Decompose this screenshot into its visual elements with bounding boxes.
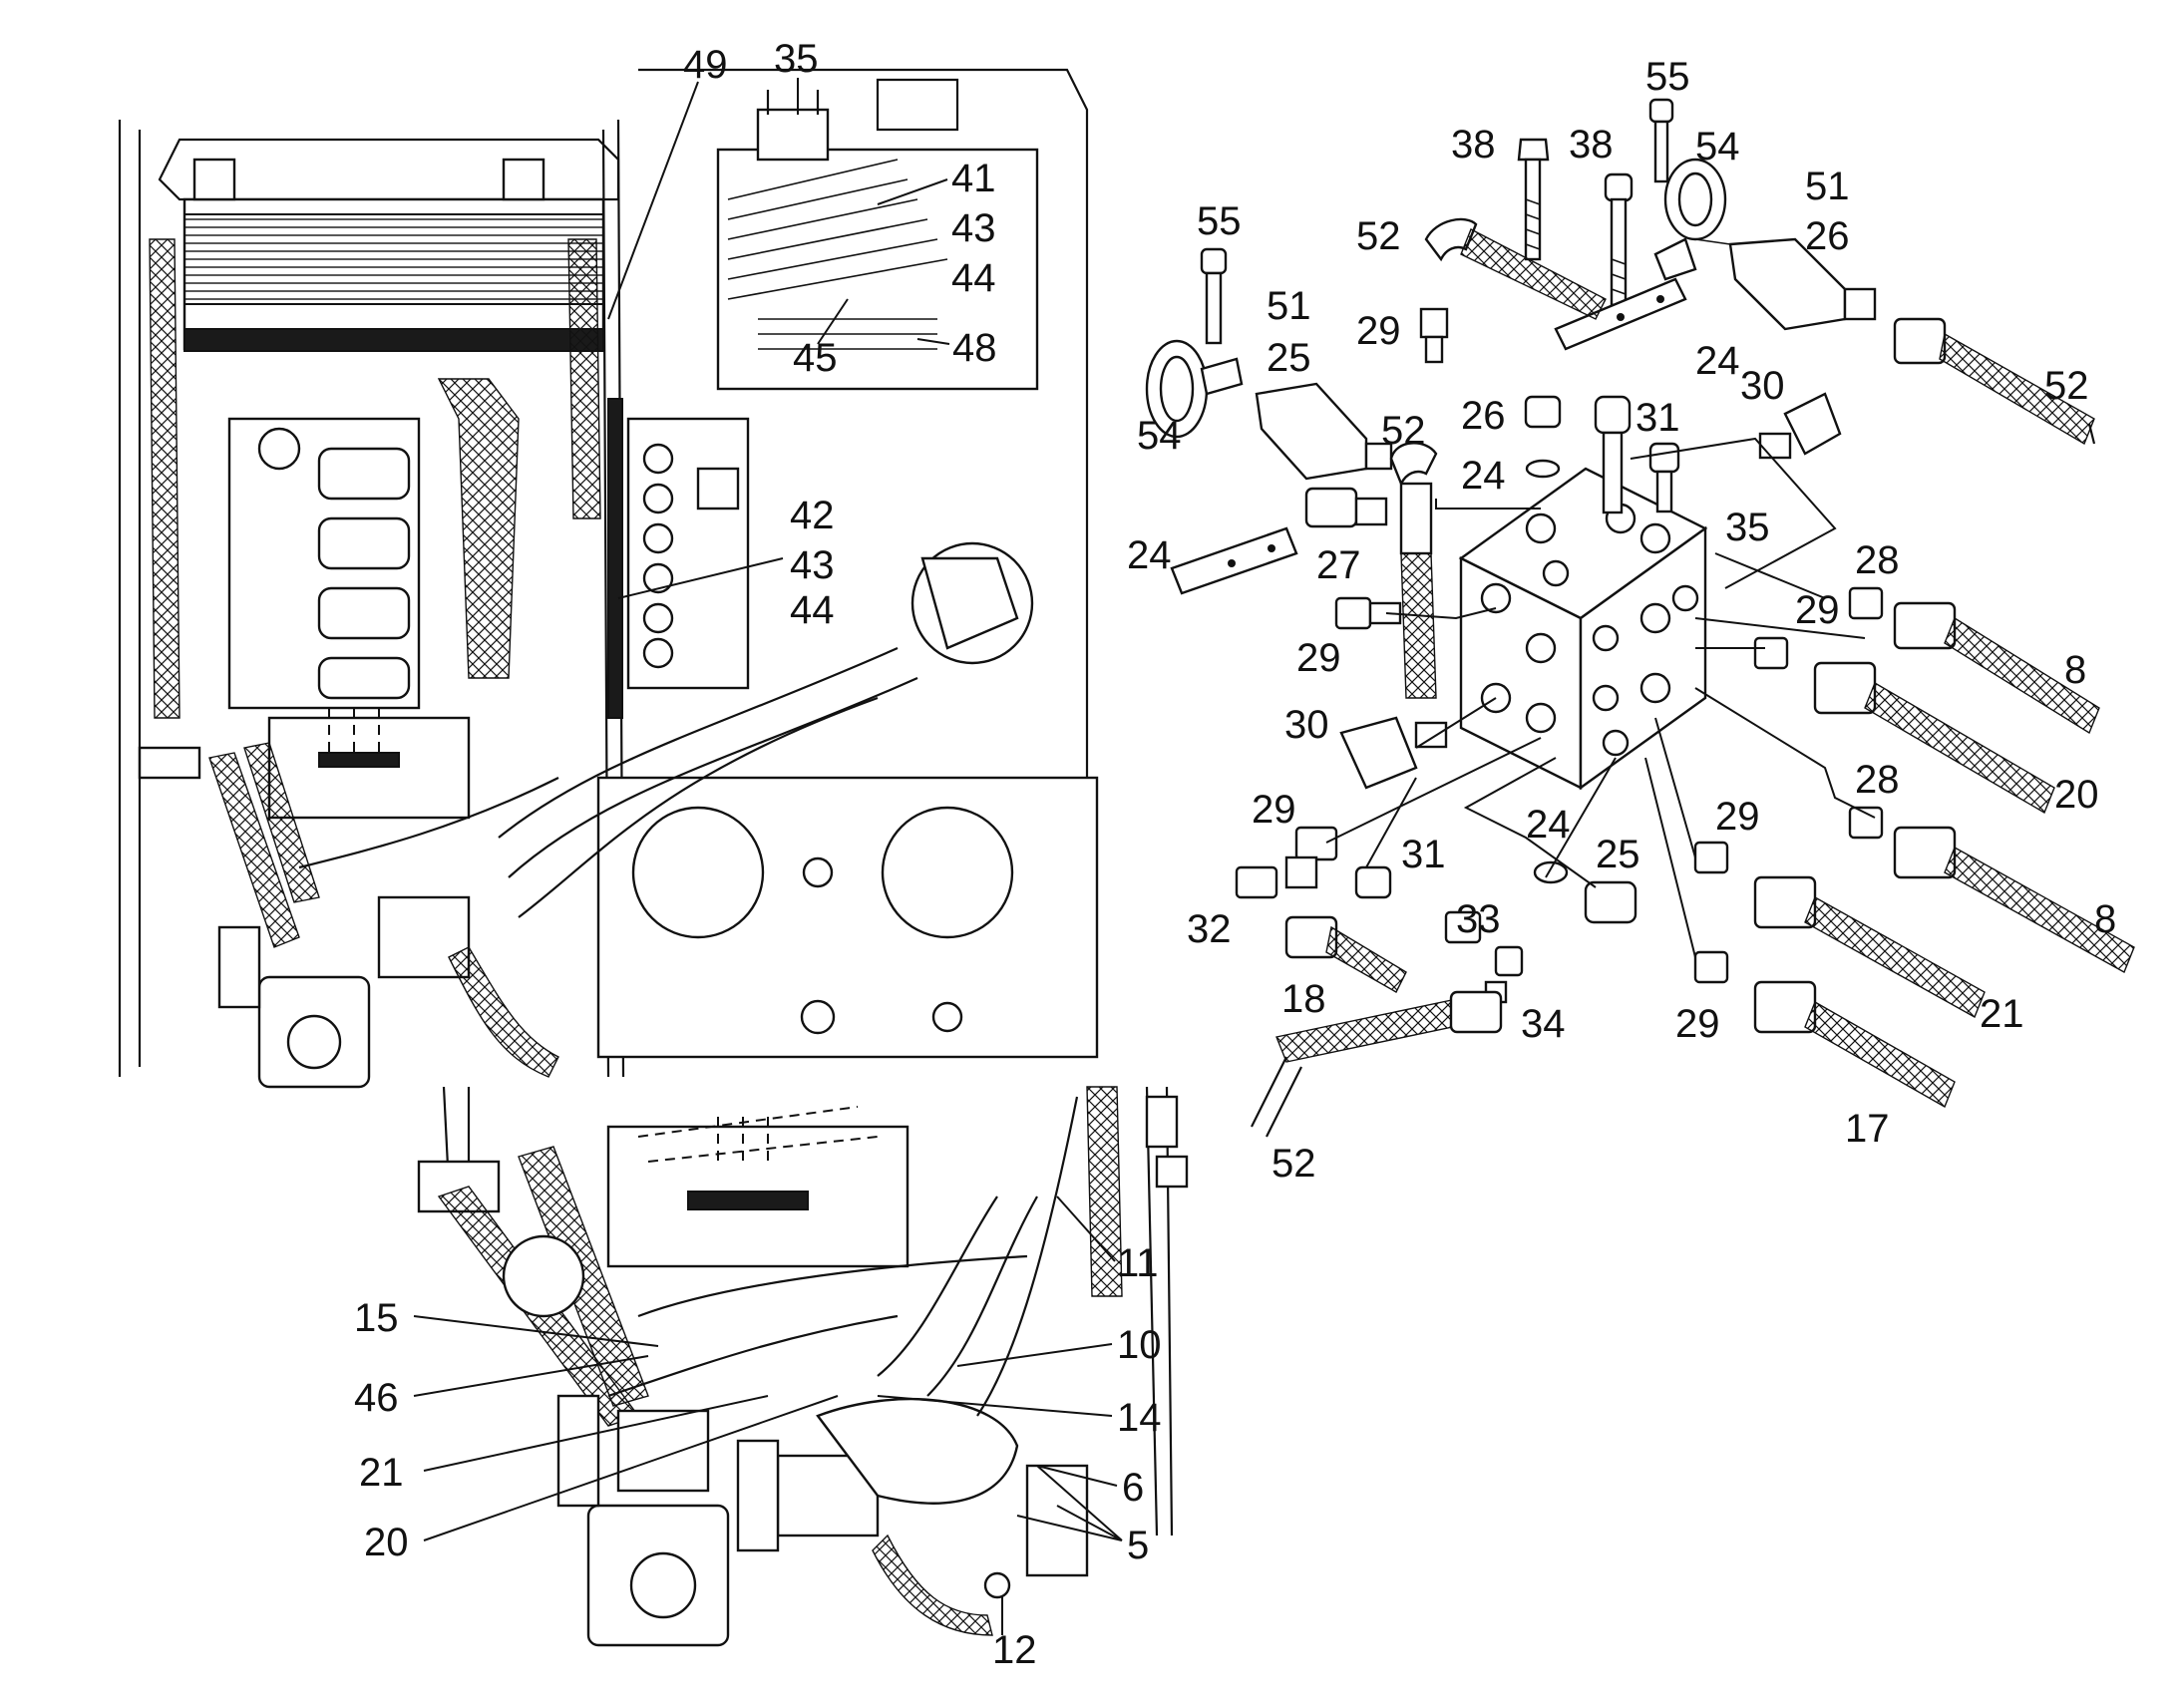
callout-29a: 29 [1356,309,1401,353]
callout-48: 48 [952,326,997,370]
lower-detail-view [417,1086,1189,1647]
callout-8b: 8 [2094,897,2116,941]
callout-55a: 55 [1645,55,1690,99]
callout-29c: 29 [1296,636,1341,680]
callout-26b: 26 [1461,394,1506,438]
callout-29d: 29 [1252,788,1296,832]
callout-24d: 24 [1526,803,1571,847]
callout-43: 43 [951,206,996,250]
callout-51b: 51 [1267,284,1311,328]
callout-15: 15 [354,1296,399,1340]
callout-11: 11 [1117,1241,1159,1285]
callout-54b: 54 [1137,414,1182,458]
callout-52b: 52 [2044,364,2089,408]
upper-machine-view [118,68,1099,1089]
callout-32: 32 [1187,907,1232,951]
callout-51a: 51 [1805,165,1850,208]
callout-38a: 38 [1451,123,1496,167]
callout-8a: 8 [2064,648,2086,692]
callout-12: 12 [992,1628,1037,1672]
callout-41: 41 [951,157,996,200]
callout-28b: 28 [1855,758,1900,802]
callout-49: 49 [683,43,728,87]
callout-25b: 25 [1596,833,1640,876]
callout-5: 5 [1127,1524,1149,1567]
callout-52c: 52 [1381,409,1426,453]
callout-46: 46 [354,1376,399,1420]
callout-25a: 25 [1267,336,1311,380]
callout-labels: 49 35 41 43 44 45 48 42 43 44 11 15 10 4… [354,37,2116,1672]
callout-44b: 44 [790,588,835,632]
callout-20: 20 [2054,773,2099,817]
callout-35: 35 [774,37,819,81]
callout-17: 17 [1845,1107,1890,1151]
callout-33: 33 [1456,897,1501,941]
callout-34: 34 [1521,1002,1566,1046]
exploded-valve-block [1145,98,2135,1138]
callout-31b: 31 [1401,833,1446,876]
callout-35b: 35 [1725,506,1770,549]
callout-27: 27 [1316,543,1361,587]
callout-31a: 31 [1635,396,1680,440]
callout-21: 21 [1980,992,2024,1036]
callout-52a: 52 [1356,214,1401,258]
callout-42: 42 [790,494,835,537]
callout-30b: 30 [1284,703,1329,747]
callout-20: 20 [364,1521,409,1564]
callout-14: 14 [1117,1396,1162,1440]
callout-55b: 55 [1197,199,1242,243]
callout-29f: 29 [1675,1002,1720,1046]
callout-6: 6 [1122,1466,1144,1510]
callout-18: 18 [1281,977,1326,1021]
callout-21: 21 [359,1451,404,1495]
callout-26a: 26 [1805,214,1850,258]
callout-38b: 38 [1569,123,1614,167]
callout-29e: 29 [1715,795,1760,839]
callout-44: 44 [951,256,996,300]
callout-10: 10 [1117,1323,1162,1367]
callout-45: 45 [793,336,838,380]
callout-54a: 54 [1695,125,1740,169]
callout-30a: 30 [1740,364,1785,408]
callout-24c: 24 [1127,533,1172,577]
callout-24b: 24 [1461,454,1506,498]
callout-28a: 28 [1855,538,1900,582]
callout-52d: 52 [1272,1142,1316,1186]
callout-24a: 24 [1695,339,1740,383]
callout-43b: 43 [790,543,835,587]
callout-29b: 29 [1795,588,1840,632]
